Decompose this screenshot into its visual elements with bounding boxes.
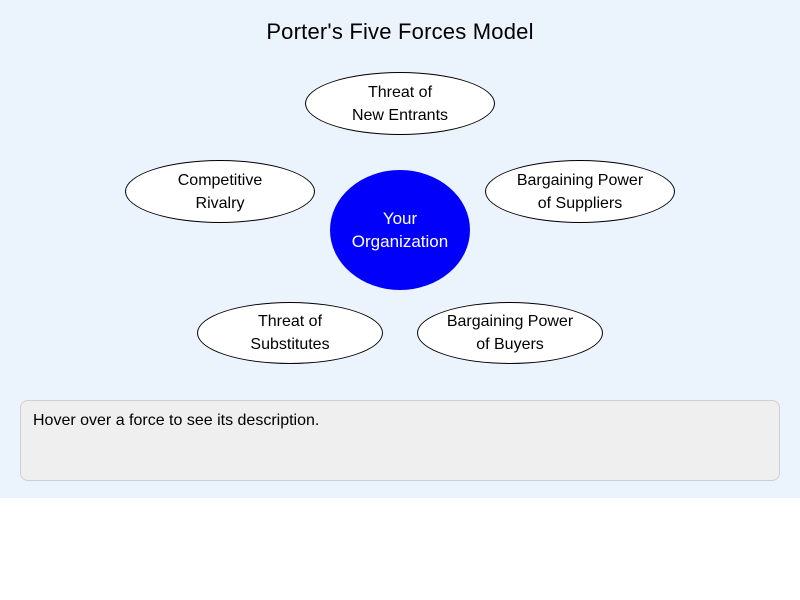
force-ellipse-threat-of-new-entrants[interactable]: Threat of New Entrants <box>305 72 495 135</box>
force-label-line2: Rivalry <box>195 194 245 212</box>
center-organization-circle: Your Organization <box>330 170 470 290</box>
force-label-line1: Threat of <box>257 313 323 330</box>
description-text: Hover over a force to see its descriptio… <box>33 412 320 429</box>
force-label-line2: of Suppliers <box>537 194 623 212</box>
force-label-line1: Threat of <box>367 83 433 101</box>
center-label-line1: Your <box>382 209 418 228</box>
description-panel: Hover over a force to see its descriptio… <box>20 400 780 481</box>
page-title: Porter's Five Forces Model <box>266 19 534 44</box>
force-label-line2: Substitutes <box>250 336 330 353</box>
force-label-line2: of Buyers <box>476 336 544 353</box>
five-forces-page: Porter's Five Forces Model Threat of New… <box>0 0 800 498</box>
force-ellipse-competitive-rivalry[interactable]: Competitive Rivalry <box>125 160 315 223</box>
force-ellipse-bargaining-power-of-buyers[interactable]: Bargaining Power of Buyers <box>417 302 603 364</box>
force-label-line1: Competitive <box>177 171 263 189</box>
force-ellipse-threat-of-substitutes[interactable]: Threat of Substitutes <box>197 302 383 364</box>
force-label-line1: Bargaining Power <box>446 313 574 330</box>
force-ellipse-bargaining-power-of-suppliers[interactable]: Bargaining Power of Suppliers <box>485 160 675 223</box>
force-label-line2: New Entrants <box>351 106 449 124</box>
center-label-line2: Organization <box>351 232 449 251</box>
force-label-line1: Bargaining Power <box>516 171 644 189</box>
